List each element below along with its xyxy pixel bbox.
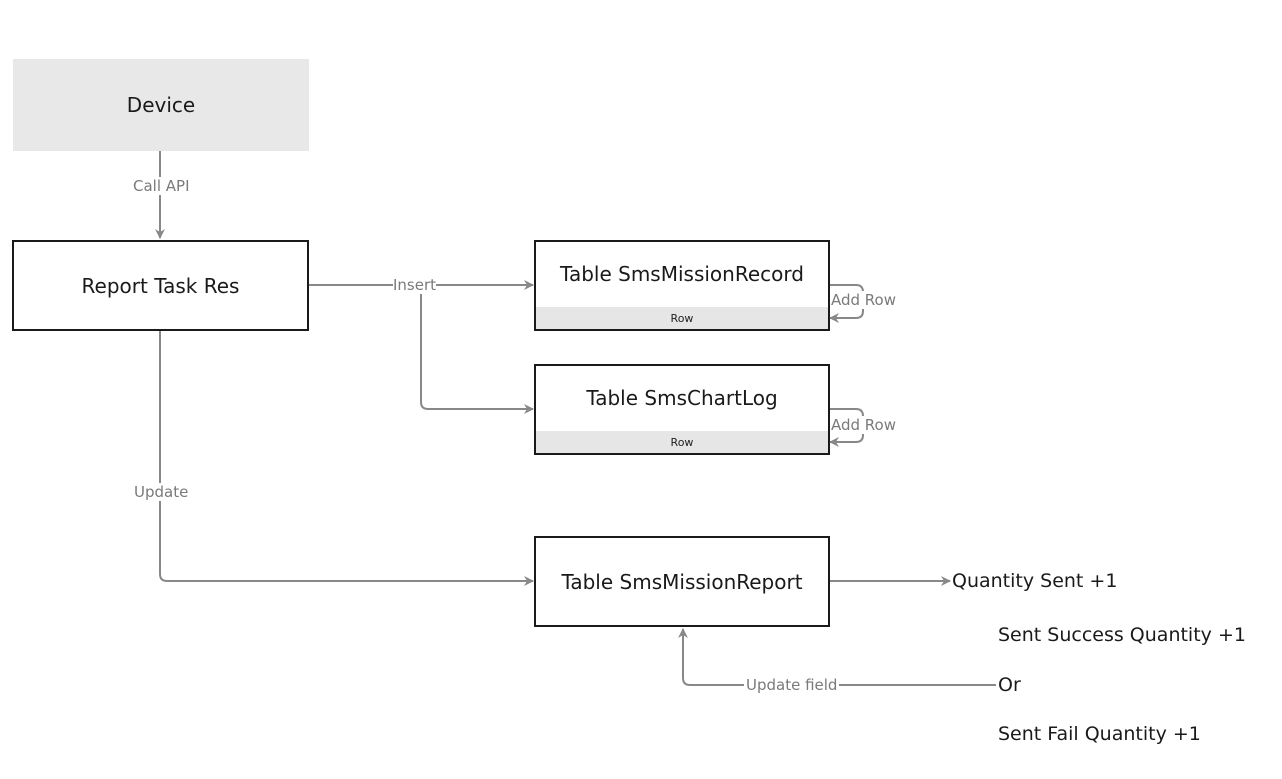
node-device-label: Device <box>126 93 196 117</box>
text-sent-fail-quantity: Sent Fail Quantity +1 <box>998 723 1201 745</box>
text-or: Or <box>998 674 1021 696</box>
edge-update-field <box>678 628 996 686</box>
node-table-sms-mission-record[interactable]: Table SmsMissionRecord Row <box>534 240 830 331</box>
edge-label-add-row-record: Add Row <box>831 291 897 309</box>
node-table-sms-mission-report[interactable]: Table SmsMissionReport <box>534 536 830 627</box>
node-table-sms-chart-log[interactable]: Table SmsChartLog Row <box>534 364 830 455</box>
node-report-task-res[interactable]: Report Task Res <box>12 240 309 331</box>
table-sms-chart-log-row: Row <box>536 431 828 453</box>
edge-label-add-row-chart: Add Row <box>831 416 897 434</box>
edge-label-update-field: Update field <box>744 676 840 694</box>
edge-label-update: Update <box>134 483 189 501</box>
table-sms-mission-record-title: Table SmsMissionRecord <box>560 262 804 286</box>
edge-label-call-api: Call API <box>133 177 190 195</box>
text-quantity-sent: Quantity Sent +1 <box>952 570 1118 592</box>
edge-label-insert: Insert <box>393 276 437 294</box>
node-report-task-res-label: Report Task Res <box>81 273 240 298</box>
table-sms-mission-record-row: Row <box>536 307 828 329</box>
table-sms-chart-log-title: Table SmsChartLog <box>586 386 778 410</box>
edge-update <box>159 331 534 586</box>
edge-insert-chartlog <box>420 294 534 414</box>
node-table-sms-mission-report-label: Table SmsMissionReport <box>561 569 803 594</box>
node-device[interactable]: Device <box>13 59 309 151</box>
text-sent-success-quantity: Sent Success Quantity +1 <box>998 624 1246 646</box>
